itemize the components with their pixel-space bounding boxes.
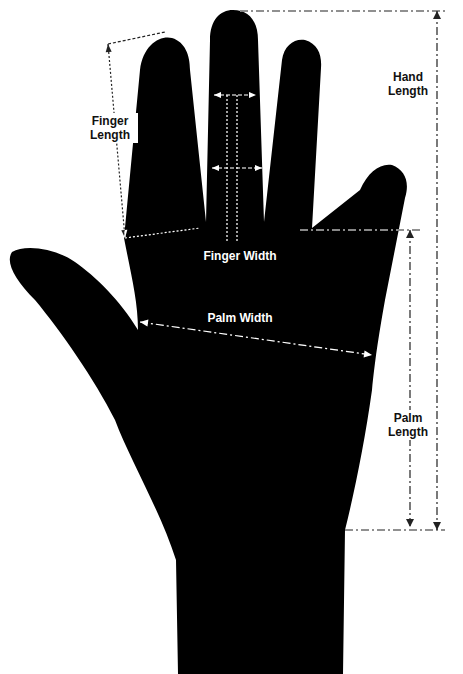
dimension-label: Palm Width [198,310,282,326]
dimension-label: Hand Length [383,69,433,99]
dimension-label: Palm Length [383,410,433,440]
dimension-label: Finger Length [82,113,138,143]
measurement-lines [106,11,445,530]
dimension-label: Finger Width [193,248,287,264]
measurement-lines-on-hand [106,11,445,530]
hand-silhouette [10,10,407,674]
